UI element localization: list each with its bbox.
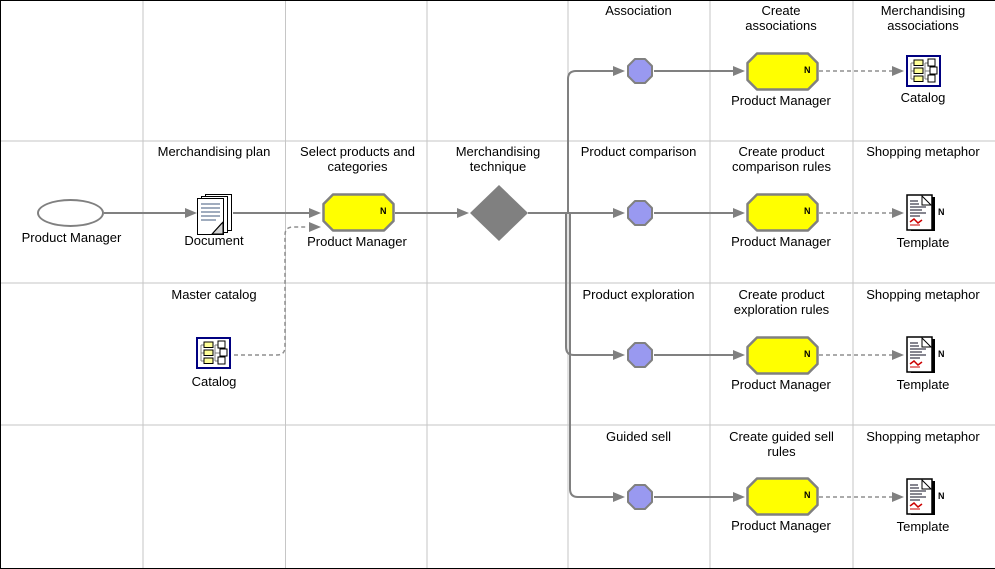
select-task[interactable] (322, 193, 395, 232)
branch2-task[interactable] (746, 193, 819, 232)
decision-diamond[interactable] (470, 185, 528, 241)
connectors (104, 66, 904, 502)
branch3-task[interactable] (746, 336, 819, 375)
branch3-signal-octagon[interactable] (627, 342, 653, 368)
branch1-task[interactable] (746, 52, 819, 91)
branch4-signal-octagon[interactable] (627, 484, 653, 510)
document-icon[interactable] (196, 193, 233, 235)
template-icon[interactable] (906, 194, 937, 233)
template-icon[interactable] (906, 336, 937, 375)
catalog-icon[interactable] (196, 337, 232, 372)
catalog-icon[interactable] (906, 55, 942, 90)
branch4-task[interactable] (746, 477, 819, 516)
branch2-signal-octagon[interactable] (627, 200, 653, 226)
start-node[interactable] (37, 199, 104, 227)
template-icon[interactable] (906, 478, 937, 517)
branch1-signal-octagon[interactable] (627, 58, 653, 84)
